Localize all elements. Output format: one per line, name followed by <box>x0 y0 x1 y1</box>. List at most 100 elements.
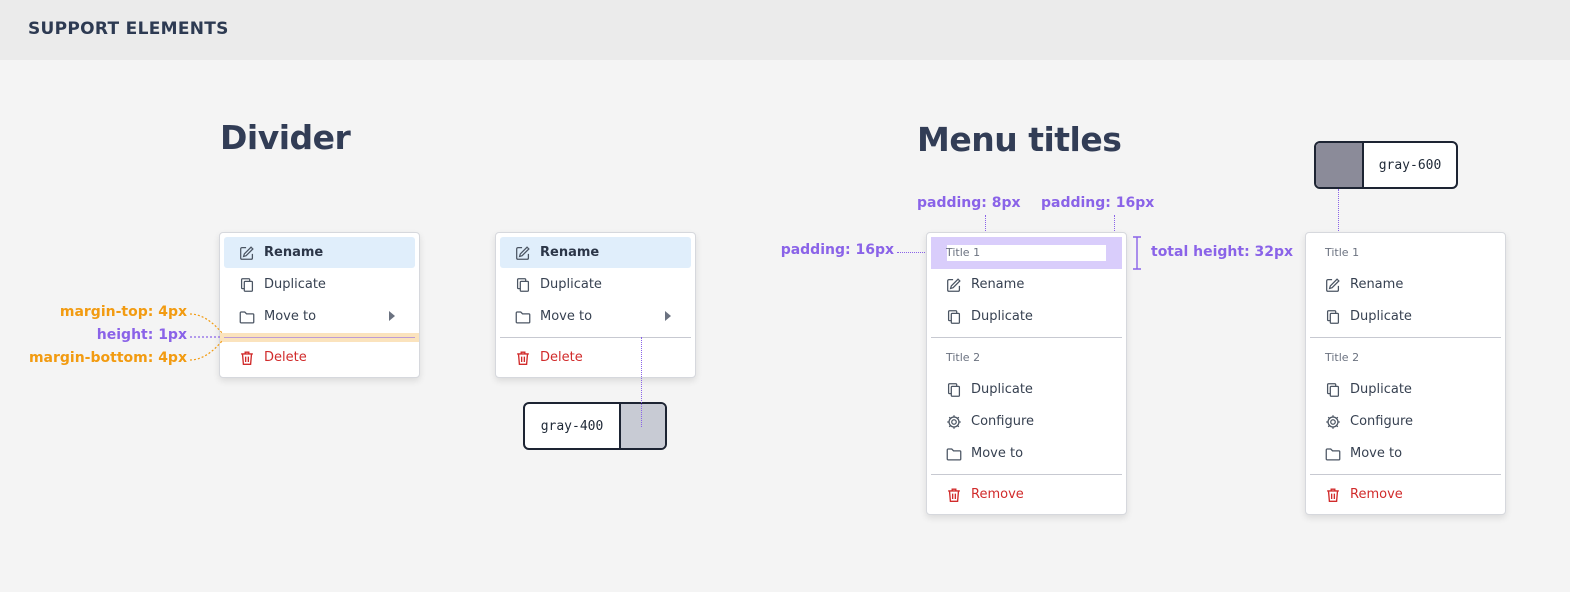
edit-icon <box>945 276 963 294</box>
total-height-annotation: total height: 32px <box>1151 244 1294 260</box>
gear-icon <box>945 413 963 431</box>
duplicate-icon <box>945 308 963 326</box>
edit-icon <box>1324 276 1342 294</box>
swatch-color <box>1316 143 1364 187</box>
duplicate-icon <box>1324 381 1342 399</box>
menu-item-duplicate[interactable]: Duplicate <box>931 374 1122 405</box>
folder-icon <box>238 308 256 326</box>
menu-item-label: Configure <box>971 414 1035 429</box>
menu-item-duplicate[interactable]: Duplicate <box>931 301 1122 332</box>
menu-group-title: Title 2 <box>1325 351 1360 364</box>
height-annotation: height: 1px <box>96 327 187 343</box>
menu-item-label: Duplicate <box>971 382 1033 397</box>
menu-item-rename[interactable]: Rename <box>1310 269 1501 300</box>
title-content-box <box>947 245 1106 261</box>
menu-item-label: Remove <box>1350 487 1403 502</box>
trash-icon <box>1324 486 1342 504</box>
duplicate-icon <box>514 276 532 294</box>
menu-item-label: Move to <box>971 446 1024 461</box>
menu-item-duplicate[interactable]: Duplicate <box>224 269 415 300</box>
edit-icon <box>238 244 256 262</box>
menu-item-duplicate[interactable]: Duplicate <box>500 269 691 300</box>
page-header-title: SUPPORT ELEMENTS <box>28 19 229 39</box>
divider-section-title: Divider <box>220 118 351 157</box>
menu-item-label: Configure <box>1350 414 1414 429</box>
menu-item-move-to[interactable]: Move to <box>1310 438 1501 469</box>
padding-top-leader <box>985 215 986 241</box>
menu-item-duplicate[interactable]: Duplicate <box>1310 374 1501 405</box>
padding-left-leader <box>897 252 937 253</box>
menu-item-rename[interactable]: Rename <box>224 237 415 268</box>
menu-item-configure[interactable]: Configure <box>931 406 1122 437</box>
top-bar: SUPPORT ELEMENTS <box>0 0 1570 60</box>
menu-item-move-to[interactable]: Move to <box>500 301 691 332</box>
duplicate-icon <box>945 381 963 399</box>
menu-item-label: Move to <box>1350 446 1403 461</box>
menu-item-label: Rename <box>1350 277 1404 292</box>
menu-item-duplicate[interactable]: Duplicate <box>1310 301 1501 332</box>
trash-icon <box>238 349 256 367</box>
menu-item-label: Duplicate <box>1350 382 1412 397</box>
menu-item-label: Remove <box>971 487 1024 502</box>
divider-example-menu: Rename Duplicate Move to Delete <box>495 232 696 378</box>
menu-divider <box>931 337 1122 338</box>
divider-annotation-leaders <box>189 313 223 361</box>
menu-item-remove[interactable]: Remove <box>931 479 1122 510</box>
duplicate-icon <box>238 276 256 294</box>
menu-item-label: Rename <box>264 245 324 260</box>
chevron-right-icon <box>389 311 395 321</box>
menu-divider <box>1310 337 1501 338</box>
menu-item-move-to[interactable]: Move to <box>224 301 415 332</box>
swatch-color <box>619 404 665 448</box>
chevron-right-icon <box>665 311 671 321</box>
folder-icon <box>1324 445 1342 463</box>
edit-icon <box>514 244 532 262</box>
menu-group-title: Title 2 <box>946 351 981 364</box>
menu-titles-example: Title 1 Rename Duplicate Title 2 Duplica… <box>1305 232 1506 515</box>
folder-icon <box>514 308 532 326</box>
menu-divider <box>500 337 691 338</box>
padding-right-annotation: padding: 16px <box>1041 195 1155 211</box>
total-height-bracket <box>1133 236 1141 270</box>
menu-titles-example-annotated: Title 1 Rename Duplicate Title 2 Duplica… <box>926 232 1127 515</box>
margin-top-annotation: margin-top: 4px <box>59 304 187 320</box>
gray-400-swatch: gray-400 <box>523 402 667 450</box>
menu-item-label: Duplicate <box>540 277 602 292</box>
menu-item-remove[interactable]: Remove <box>1310 479 1501 510</box>
menu-item-label: Duplicate <box>971 309 1033 324</box>
menu-divider <box>1310 474 1501 475</box>
menu-item-rename[interactable]: Rename <box>931 269 1122 300</box>
menu-divider <box>224 337 415 338</box>
menu-group-title: Title 1 <box>1325 246 1360 259</box>
trash-icon <box>514 349 532 367</box>
menu-item-label: Delete <box>540 350 583 365</box>
menu-divider <box>931 474 1122 475</box>
swatch-label: gray-600 <box>1378 157 1442 173</box>
menu-group-title: Title 1 <box>946 246 981 259</box>
title-color-leader <box>1338 189 1339 243</box>
trash-icon <box>945 486 963 504</box>
menu-item-label: Delete <box>264 350 307 365</box>
padding-top-annotation: padding: 8px <box>917 195 1021 211</box>
menu-item-delete[interactable]: Delete <box>224 342 415 373</box>
menu-item-label: Rename <box>971 277 1025 292</box>
folder-icon <box>945 445 963 463</box>
menu-item-configure[interactable]: Configure <box>1310 406 1501 437</box>
menu-item-move-to[interactable]: Move to <box>931 438 1122 469</box>
menu-item-label: Rename <box>540 245 600 260</box>
padding-left-annotation: padding: 16px <box>780 242 894 258</box>
menu-item-rename[interactable]: Rename <box>500 237 691 268</box>
divider-color-leader <box>641 337 642 427</box>
duplicate-icon <box>1324 308 1342 326</box>
gear-icon <box>1324 413 1342 431</box>
margin-bottom-annotation: margin-bottom: 4px <box>28 350 187 366</box>
menu-titles-section-title: Menu titles <box>917 120 1122 159</box>
menu-item-label: Move to <box>540 309 593 324</box>
swatch-label: gray-400 <box>540 418 604 434</box>
divider-example-menu-annotated: Rename Duplicate Move to Delete <box>219 232 420 378</box>
menu-item-delete[interactable]: Delete <box>500 342 691 373</box>
gray-600-swatch: gray-600 <box>1314 141 1458 189</box>
menu-item-label: Duplicate <box>264 277 326 292</box>
menu-item-label: Move to <box>264 309 317 324</box>
menu-item-label: Duplicate <box>1350 309 1412 324</box>
